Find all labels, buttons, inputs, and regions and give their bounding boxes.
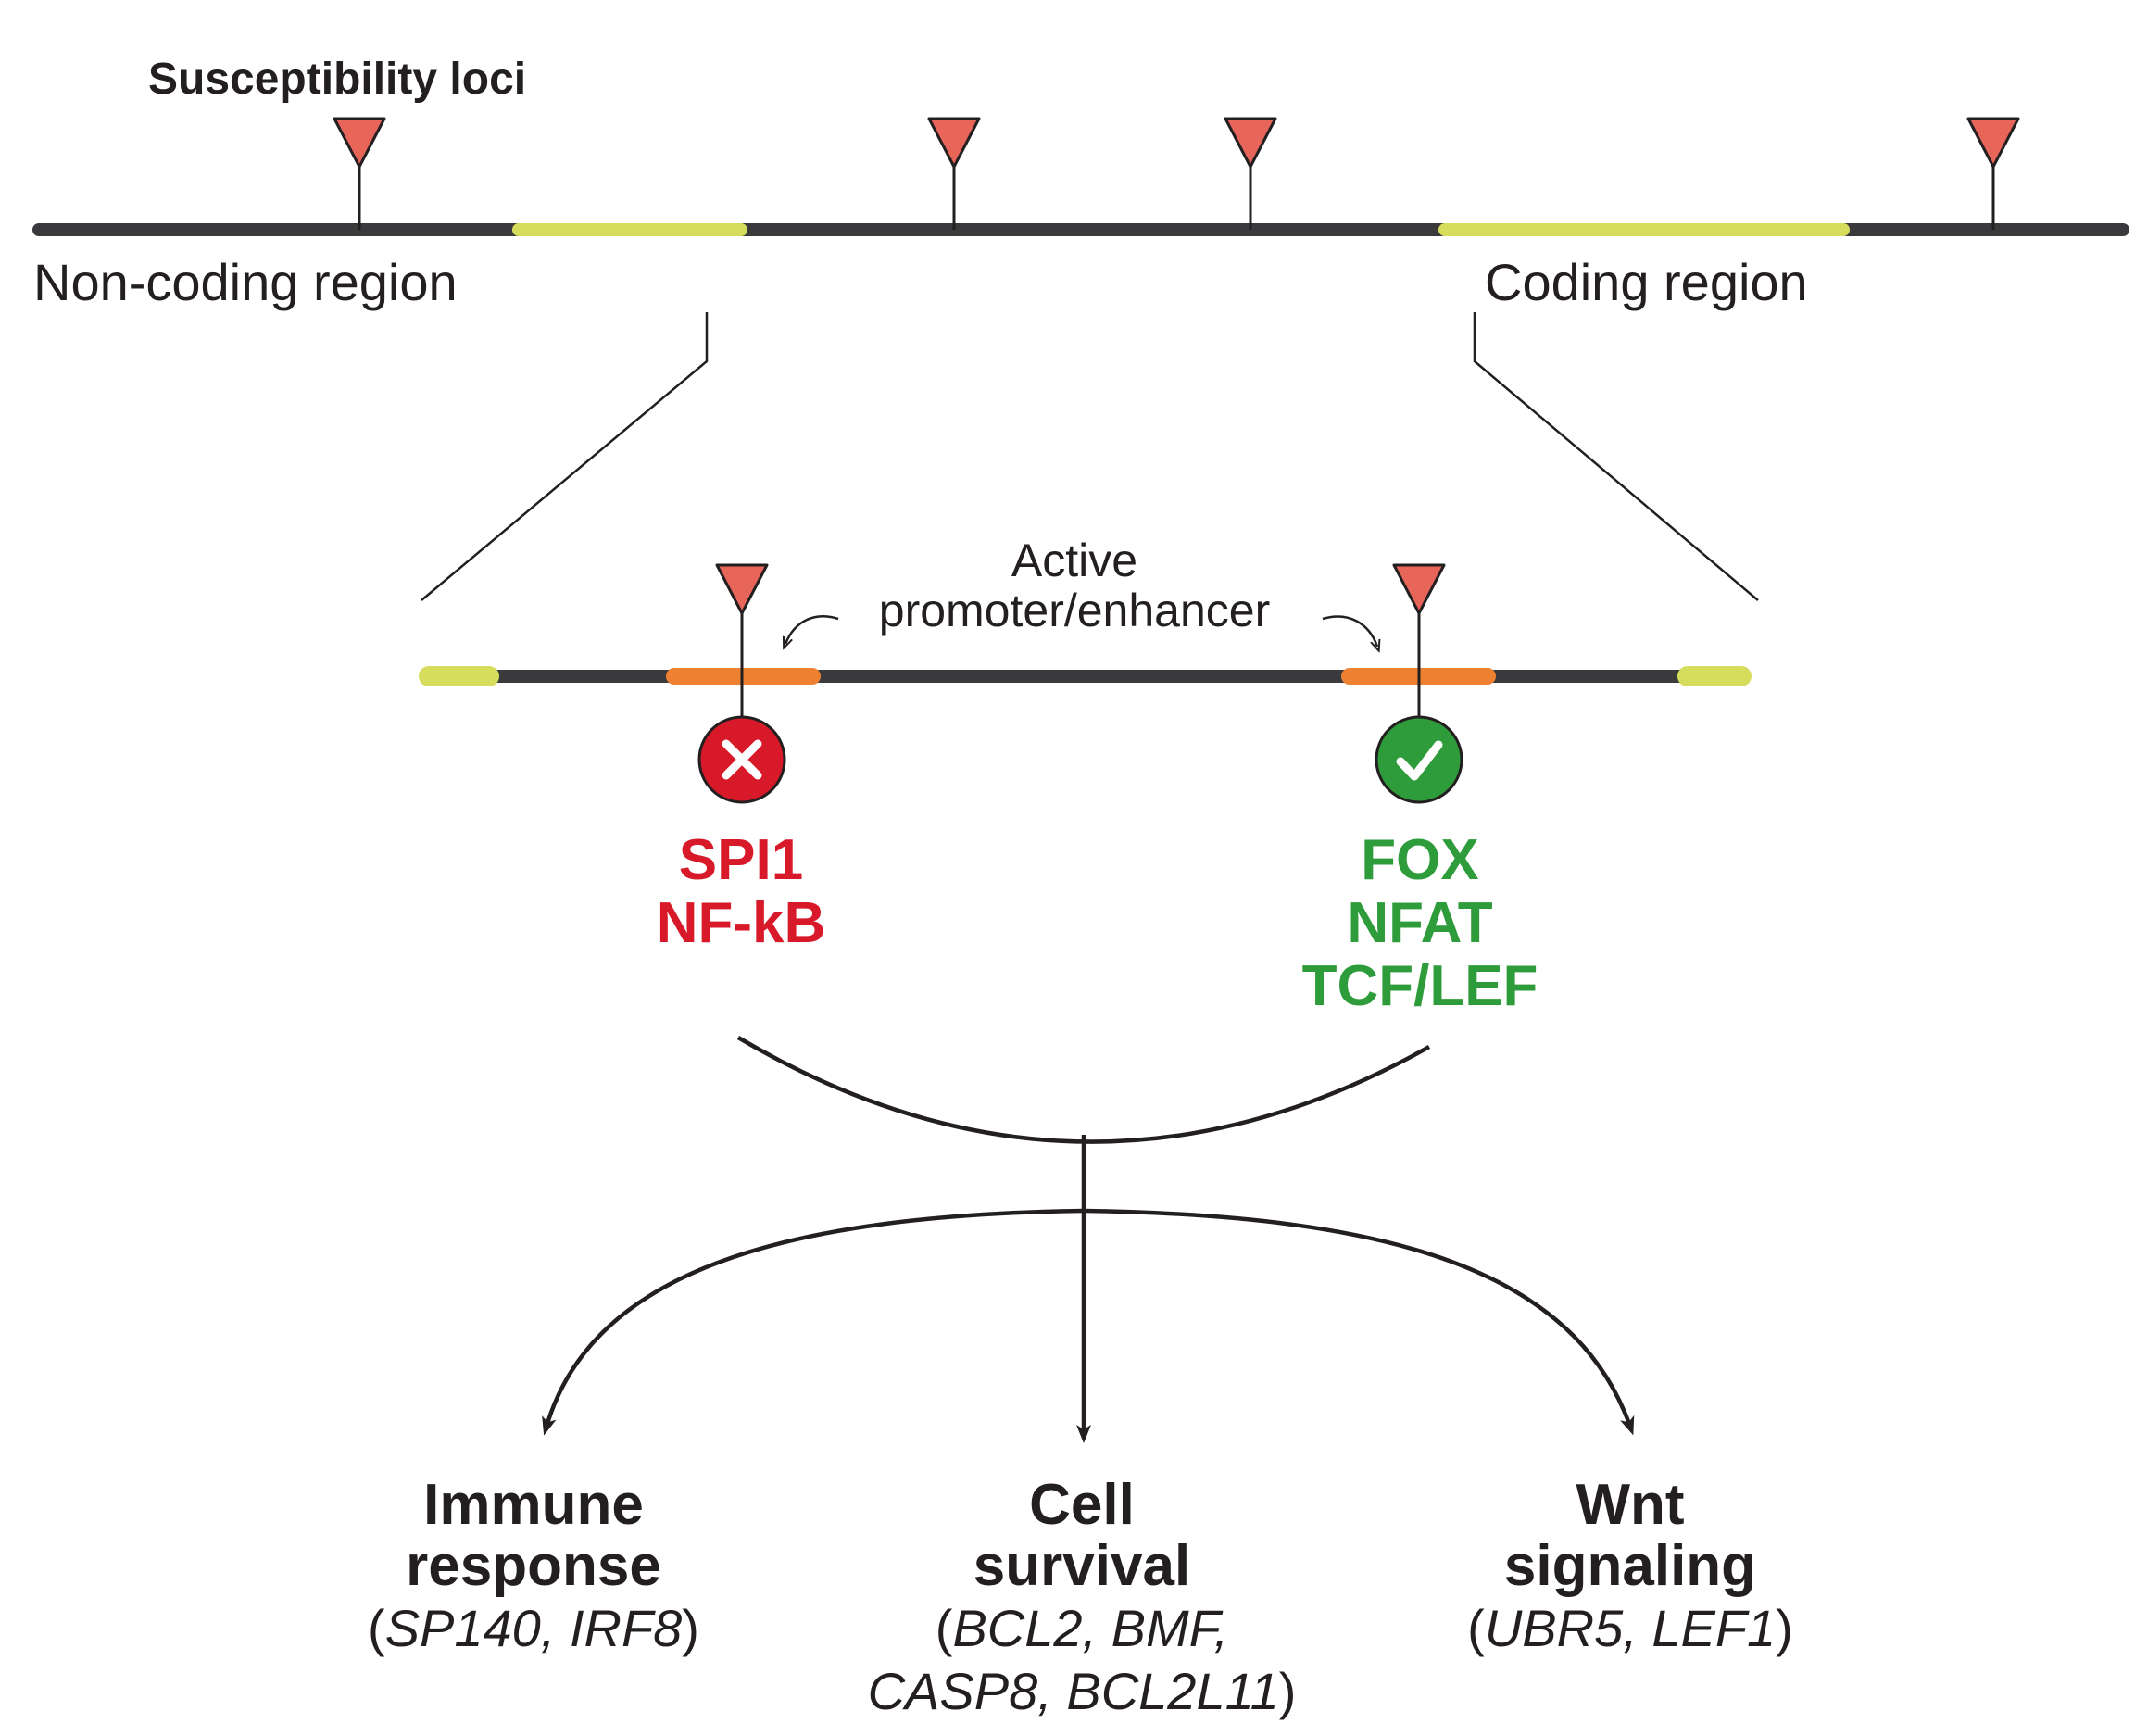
triangle-marker-icon [927, 117, 981, 230]
triangle-marker-icon [1224, 117, 1277, 230]
outcome-heading: Wnt signaling [1503, 1473, 1757, 1598]
outcome-heading: Immune response [406, 1473, 661, 1598]
outcome-wnt-signaling: Wnt signaling (UBR5, LEF1) [1371, 1475, 1890, 1660]
triangle-marker-icon [1392, 563, 1446, 732]
outcome-immune-response: Immune response (SP140, IRF8) [274, 1475, 793, 1660]
disrupted-factors: SPI1 NF-kB [556, 829, 926, 955]
triangle-marker-icon [1966, 117, 2020, 230]
outcome-genes: (BCL2, BMF, CASP8, BCL2L11) [867, 1599, 1297, 1720]
arrow-immune-response [542, 1208, 1085, 1436]
outcome-heading: Cell survival [973, 1473, 1191, 1598]
convergence-curve [736, 1036, 1431, 1144]
check-circle-icon [1375, 715, 1463, 804]
non-coding-region-label: Non-coding region [33, 253, 458, 311]
coding-region-label: Coding region [1485, 253, 1808, 311]
disrupted-factor: NF-kB [656, 891, 826, 955]
outcome-genes: (UBR5, LEF1) [1467, 1599, 1793, 1657]
created-factor: TCF/LEF [1301, 954, 1538, 1018]
outcome-genes: (SP140, IRF8) [368, 1599, 699, 1657]
created-factors: FOX NFAT TCF/LEF [1235, 829, 1605, 1018]
zoom-lines [421, 312, 1759, 601]
zoom-loci [697, 563, 1463, 804]
created-factor: NFAT [1347, 891, 1493, 955]
outcome-arrows [542, 1135, 1635, 1443]
active-promoter-enhancer-label: Active promoter/enhancer [878, 535, 1271, 636]
diagram-title: Susceptibility loci [148, 55, 527, 104]
created-factor: FOX [1361, 828, 1479, 892]
triangle-marker-icon [715, 563, 769, 732]
outcome-cell-survival: Cell survival (BCL2, BMF, CASP8, BCL2L11… [823, 1475, 1341, 1723]
arrow-wnt-signaling [1083, 1208, 1635, 1436]
x-circle-icon [697, 715, 786, 804]
disrupted-factor: SPI1 [678, 828, 804, 892]
promoter-pointer-arrows [785, 615, 1377, 647]
triangle-marker-icon [333, 117, 386, 230]
loci-markers [333, 117, 2020, 230]
